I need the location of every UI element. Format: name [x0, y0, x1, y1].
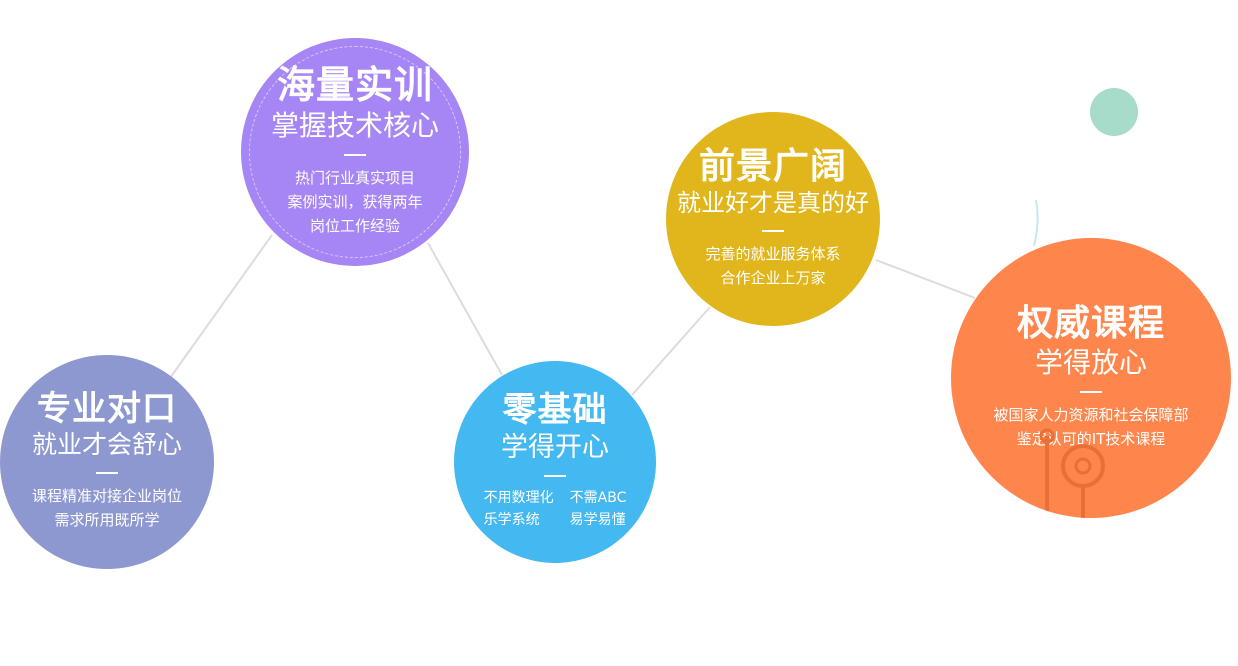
feature-title: 权威课程 — [1016, 303, 1165, 344]
feature-description: 不用数理化 乐学系统 不需ABC 易学易懂 — [484, 487, 627, 531]
description-line: 合作企业上万家 — [720, 268, 826, 287]
divider-dash — [544, 475, 566, 478]
description-line: 需求所用既所学 — [54, 511, 160, 530]
divider-dash — [96, 472, 118, 475]
description-line: 完善的就业服务体系 — [705, 244, 841, 263]
connector-qianjing-quanwei — [875, 259, 976, 299]
description-line: 不需ABC — [569, 490, 627, 507]
connector-zhuanye-hailiang — [169, 234, 273, 379]
decorative-pin-icon — [1039, 428, 1105, 518]
description-line: 课程精准对接企业岗位 — [31, 487, 182, 506]
feature-subtitle: 学得放心 — [1034, 345, 1147, 379]
feature-subtitle: 就业好才是真的好 — [677, 189, 869, 218]
feature-circle-ling-ji-chu: 零基础 学得开心 不用数理化 乐学系统 不需ABC 易学易懂 — [454, 361, 656, 563]
connector-lingjichu-qianjing — [631, 306, 711, 396]
feature-description: 完善的就业服务体系 合作企业上万家 — [705, 242, 840, 290]
divider-dash — [1080, 390, 1102, 393]
feature-circle-qian-jing: 前景广阔 就业好才是真的好 完善的就业服务体系 合作企业上万家 — [666, 112, 880, 326]
connector-hailiang-lingjichu — [427, 242, 503, 376]
feature-circle-quan-wei: 权威课程 学得放心 被国家人力资源和社会保障部 鉴定认可的IT技术课程 — [951, 238, 1231, 518]
description-line: 被国家人力资源和社会保障部 — [993, 405, 1189, 424]
description-line: 乐学系统 — [483, 512, 540, 529]
feature-description: 课程精准对接企业岗位 需求所用既所学 — [32, 484, 182, 532]
feature-title: 零基础 — [502, 389, 608, 430]
dashed-inner-ring — [249, 46, 461, 258]
description-column-right: 不需ABC 易学易懂 — [570, 487, 627, 531]
feature-title: 前景广阔 — [698, 146, 847, 188]
feature-subtitle: 学得开心 — [501, 432, 609, 464]
feature-title: 专业对口 — [37, 388, 177, 429]
feature-subtitle: 就业才会舒心 — [31, 430, 182, 460]
description-column-left: 不用数理化 乐学系统 — [484, 487, 554, 531]
feature-circle-hai-liang: 海量实训 掌握技术核心 热门行业真实项目 案例实训，获得两年 岗位工作经验 — [241, 38, 469, 266]
description-line: 易学易懂 — [569, 512, 626, 529]
decorative-mint-dot — [1090, 88, 1138, 136]
description-line: 不用数理化 — [483, 490, 554, 507]
divider-dash — [762, 229, 784, 232]
decorative-arc — [1033, 199, 1039, 247]
feature-circle-zhuan-ye: 专业对口 就业才会舒心 课程精准对接企业岗位 需求所用既所学 — [0, 355, 214, 569]
